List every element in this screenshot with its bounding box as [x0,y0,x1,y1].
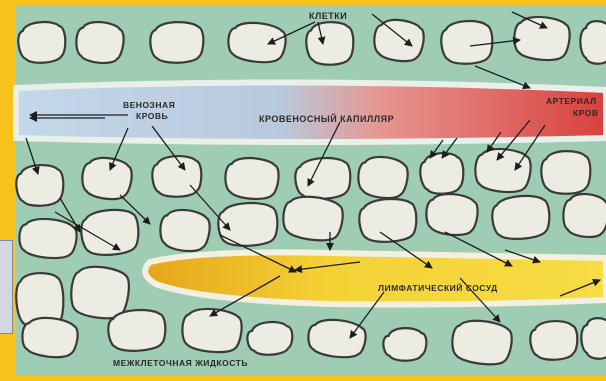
label-lymphatic-vessel: ЛИМФАТИЧЕСКИЙ СОСУД [378,283,498,293]
cell [79,207,140,257]
cell [159,208,211,253]
cell [149,21,204,64]
side-tab [0,240,13,334]
cell [540,150,591,195]
cell [357,155,409,200]
cell [18,217,78,260]
cell [529,319,579,362]
label-venous-blood-2: КРОВЬ [136,111,168,121]
cell [425,192,479,236]
cell [80,156,133,202]
cell [513,15,571,61]
cell [21,316,79,359]
cell [217,201,279,248]
cell [151,154,203,198]
cell [181,307,243,354]
cell [107,308,167,353]
cell [383,327,428,362]
cell [474,147,532,193]
cell [580,21,606,64]
cell [372,18,425,64]
cell [294,156,352,201]
cell [562,192,606,238]
label-arterial-blood-2: КРОВ [573,108,599,118]
label-arterial-blood-1: АРТЕРИАЛ [546,96,597,106]
cell [15,163,65,208]
cell [305,21,355,67]
label-cells: КЛЕТКИ [309,11,347,21]
lymphatic-vessel [145,252,606,304]
cell [227,21,287,64]
cell [75,21,125,65]
label-blood-capillary: КРОВЕНОСНЫЙ КАПИЛЛЯР [259,114,394,124]
cell [440,19,495,66]
cell [224,157,279,200]
label-venous-blood-1: ВЕНОЗНАЯ [123,100,175,110]
blood-capillary [16,82,606,142]
label-interstitial-fluid: МЕЖКЛЕТОЧНАЯ ЖИДКОСТЬ [113,358,248,368]
